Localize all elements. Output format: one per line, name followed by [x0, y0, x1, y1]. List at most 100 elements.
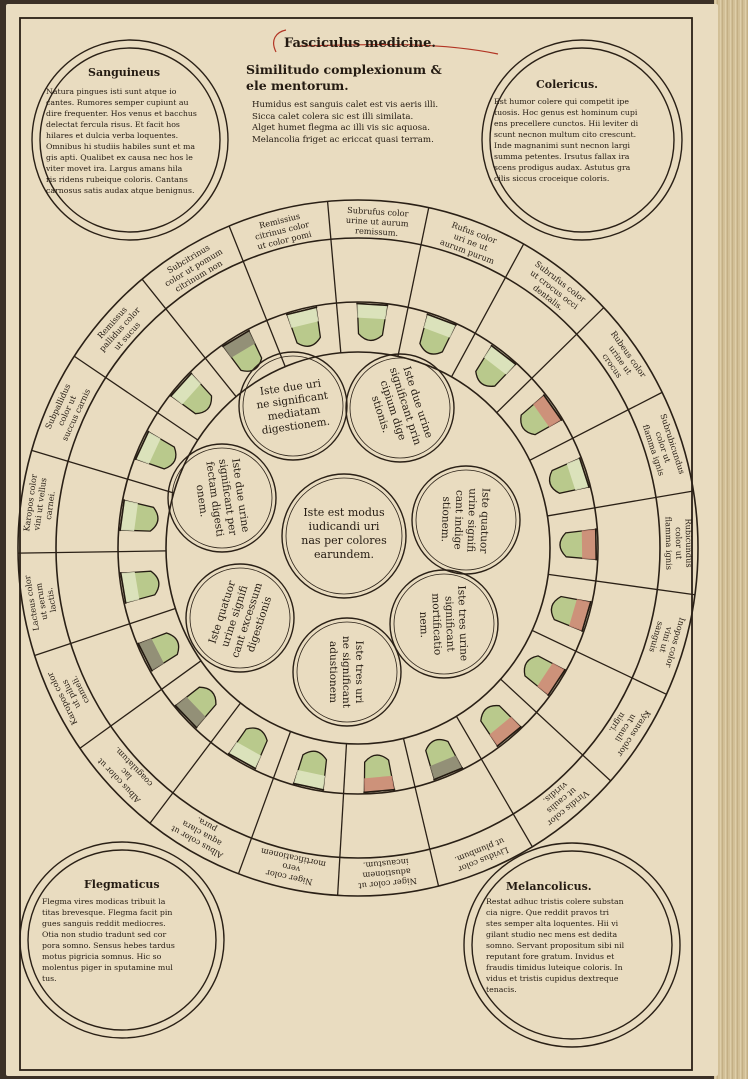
wheel-flask-ring — [117, 301, 599, 795]
text-line: hilares et dulcia verba loquentes. — [46, 131, 179, 140]
text-line: gilant studio nec mens est dedita — [486, 930, 618, 939]
spoke — [402, 738, 440, 887]
urine-flask — [174, 686, 217, 729]
spoke — [31, 449, 174, 494]
text-line: viter movet ira. Largus amans hila — [46, 164, 183, 173]
urine-flask — [425, 738, 464, 781]
inner-circle: Iste due urine significantmediatamdigest… — [238, 351, 348, 461]
ring-melancolicus-outer — [463, 842, 681, 1048]
ring-label-line: incaustum. — [363, 857, 409, 871]
ring-colericus-outer — [481, 39, 683, 241]
header-verse: Humidus est sanguis calet est vis aeris … — [252, 100, 492, 146]
ring-label-line: urine ut aurum — [346, 215, 410, 229]
ring-label-line: color ut — [674, 527, 684, 560]
urine-flask — [137, 632, 180, 672]
spoke — [397, 207, 430, 357]
verse-line: Sicca calet colera sic est illi similata… — [252, 111, 414, 122]
inner-circle-line: Iste tres uri — [353, 641, 365, 704]
text-line: Flegma vires modicas tribuit la — [42, 897, 166, 906]
header-title: Fasciculus medicine. — [284, 36, 436, 51]
text-line: summa petentes. Irsutus fallax ira — [494, 152, 630, 161]
inner-circle-line: Iste quatuor — [477, 488, 491, 555]
center-ring — [281, 473, 407, 599]
urine-flask — [523, 655, 567, 697]
header-subtitle: Similitudo complexionum & ele mentorum. — [246, 62, 442, 93]
wheel-spokes — [18, 201, 696, 896]
spoke — [141, 278, 237, 397]
urine-flask — [559, 528, 598, 561]
text-line: gis apti. Qualibet ex causa nec hos le — [46, 153, 193, 162]
spoke — [547, 490, 694, 517]
wheel-hub-ring — [165, 351, 551, 745]
text-line: stes semper alta loquentes. Hii vi — [486, 919, 619, 928]
center-ring-inner — [285, 477, 403, 595]
urine-flask — [119, 499, 159, 532]
spoke — [228, 225, 286, 367]
text-line: molentus piger in sputamine mul — [42, 963, 173, 972]
urine-flask — [363, 754, 396, 794]
ring-flegmaticus-outer — [19, 841, 225, 1039]
text-line: Otia non studio tradunt sed cor — [42, 930, 167, 939]
melancolicus-text: Restat adhuc tristis colere substan cia … — [486, 896, 662, 995]
center-line: nas per colores — [301, 534, 387, 547]
ring-label-line: remissum. — [355, 225, 399, 238]
spoke — [450, 243, 525, 378]
colericus-text: Est humor colere qui competit ipe tuosis… — [494, 96, 664, 184]
spoke — [531, 629, 667, 695]
text-line: ris ridens rubeique coloris. Cantans — [46, 175, 188, 184]
ring-label-line: carnei. — [43, 490, 57, 520]
inner-circle-line: Iste tres urine — [455, 585, 470, 661]
main-wheel — [17, 199, 699, 897]
ring-colericus-inner — [489, 47, 675, 233]
text-line: somno. Servant propositum sibi nil — [486, 941, 625, 950]
spoke — [500, 678, 612, 782]
text-line: vidus et tristis cupidus dextreque — [486, 974, 619, 983]
spoke — [73, 355, 199, 441]
rubric-flourish — [273, 29, 499, 55]
ring-label-line: adustionem — [362, 867, 411, 881]
spoke — [149, 702, 242, 824]
text-line: pora somno. Sensus hebes tardus — [42, 941, 175, 950]
text-line: gues sanguis reddit mediocres. — [42, 919, 166, 928]
inner-circle-line: significant — [443, 596, 457, 653]
flegmaticus-title: Flegmaticus — [84, 878, 160, 891]
center-circle — [281, 473, 407, 599]
urine-flask — [221, 329, 263, 372]
spoke — [529, 391, 663, 461]
urine-flask — [520, 394, 563, 436]
text-line: reputant fore gratum. Invidus et — [486, 952, 615, 961]
ring-sanguineus-inner — [39, 47, 221, 233]
manuscript-page — [6, 4, 718, 1076]
flegmaticus-text: Flegma vires modicas tribuit la titas br… — [42, 896, 210, 984]
text-line: tus. — [42, 974, 57, 983]
urine-flask — [119, 570, 160, 604]
urine-flask — [292, 750, 328, 791]
spoke — [18, 550, 167, 554]
inner-circle-line: nem. — [417, 611, 430, 638]
page-edges — [714, 0, 748, 1079]
wheel-outer-ring — [17, 199, 699, 897]
inner-circle-line: ne significant — [340, 636, 352, 709]
text-line: tuosis. Hoc genus est hominum cupi — [494, 108, 638, 117]
verse-line: Humidus est sanguis calet est vis aeris … — [252, 100, 439, 110]
ring-label-line: Rubicundus — [684, 518, 695, 567]
urine-flask — [419, 313, 457, 355]
text-line: titas brevesque. Flegma facit pin — [42, 908, 173, 917]
text-line: delectat fercula risus. Et facit hos — [46, 120, 180, 129]
text-line: cilis siccus croceique coloris. — [494, 174, 610, 183]
inner-circle: Iste tres urinesignificantmortificatione… — [389, 569, 499, 679]
text-line: fraudis timidus luteique coloris. In — [486, 963, 623, 972]
